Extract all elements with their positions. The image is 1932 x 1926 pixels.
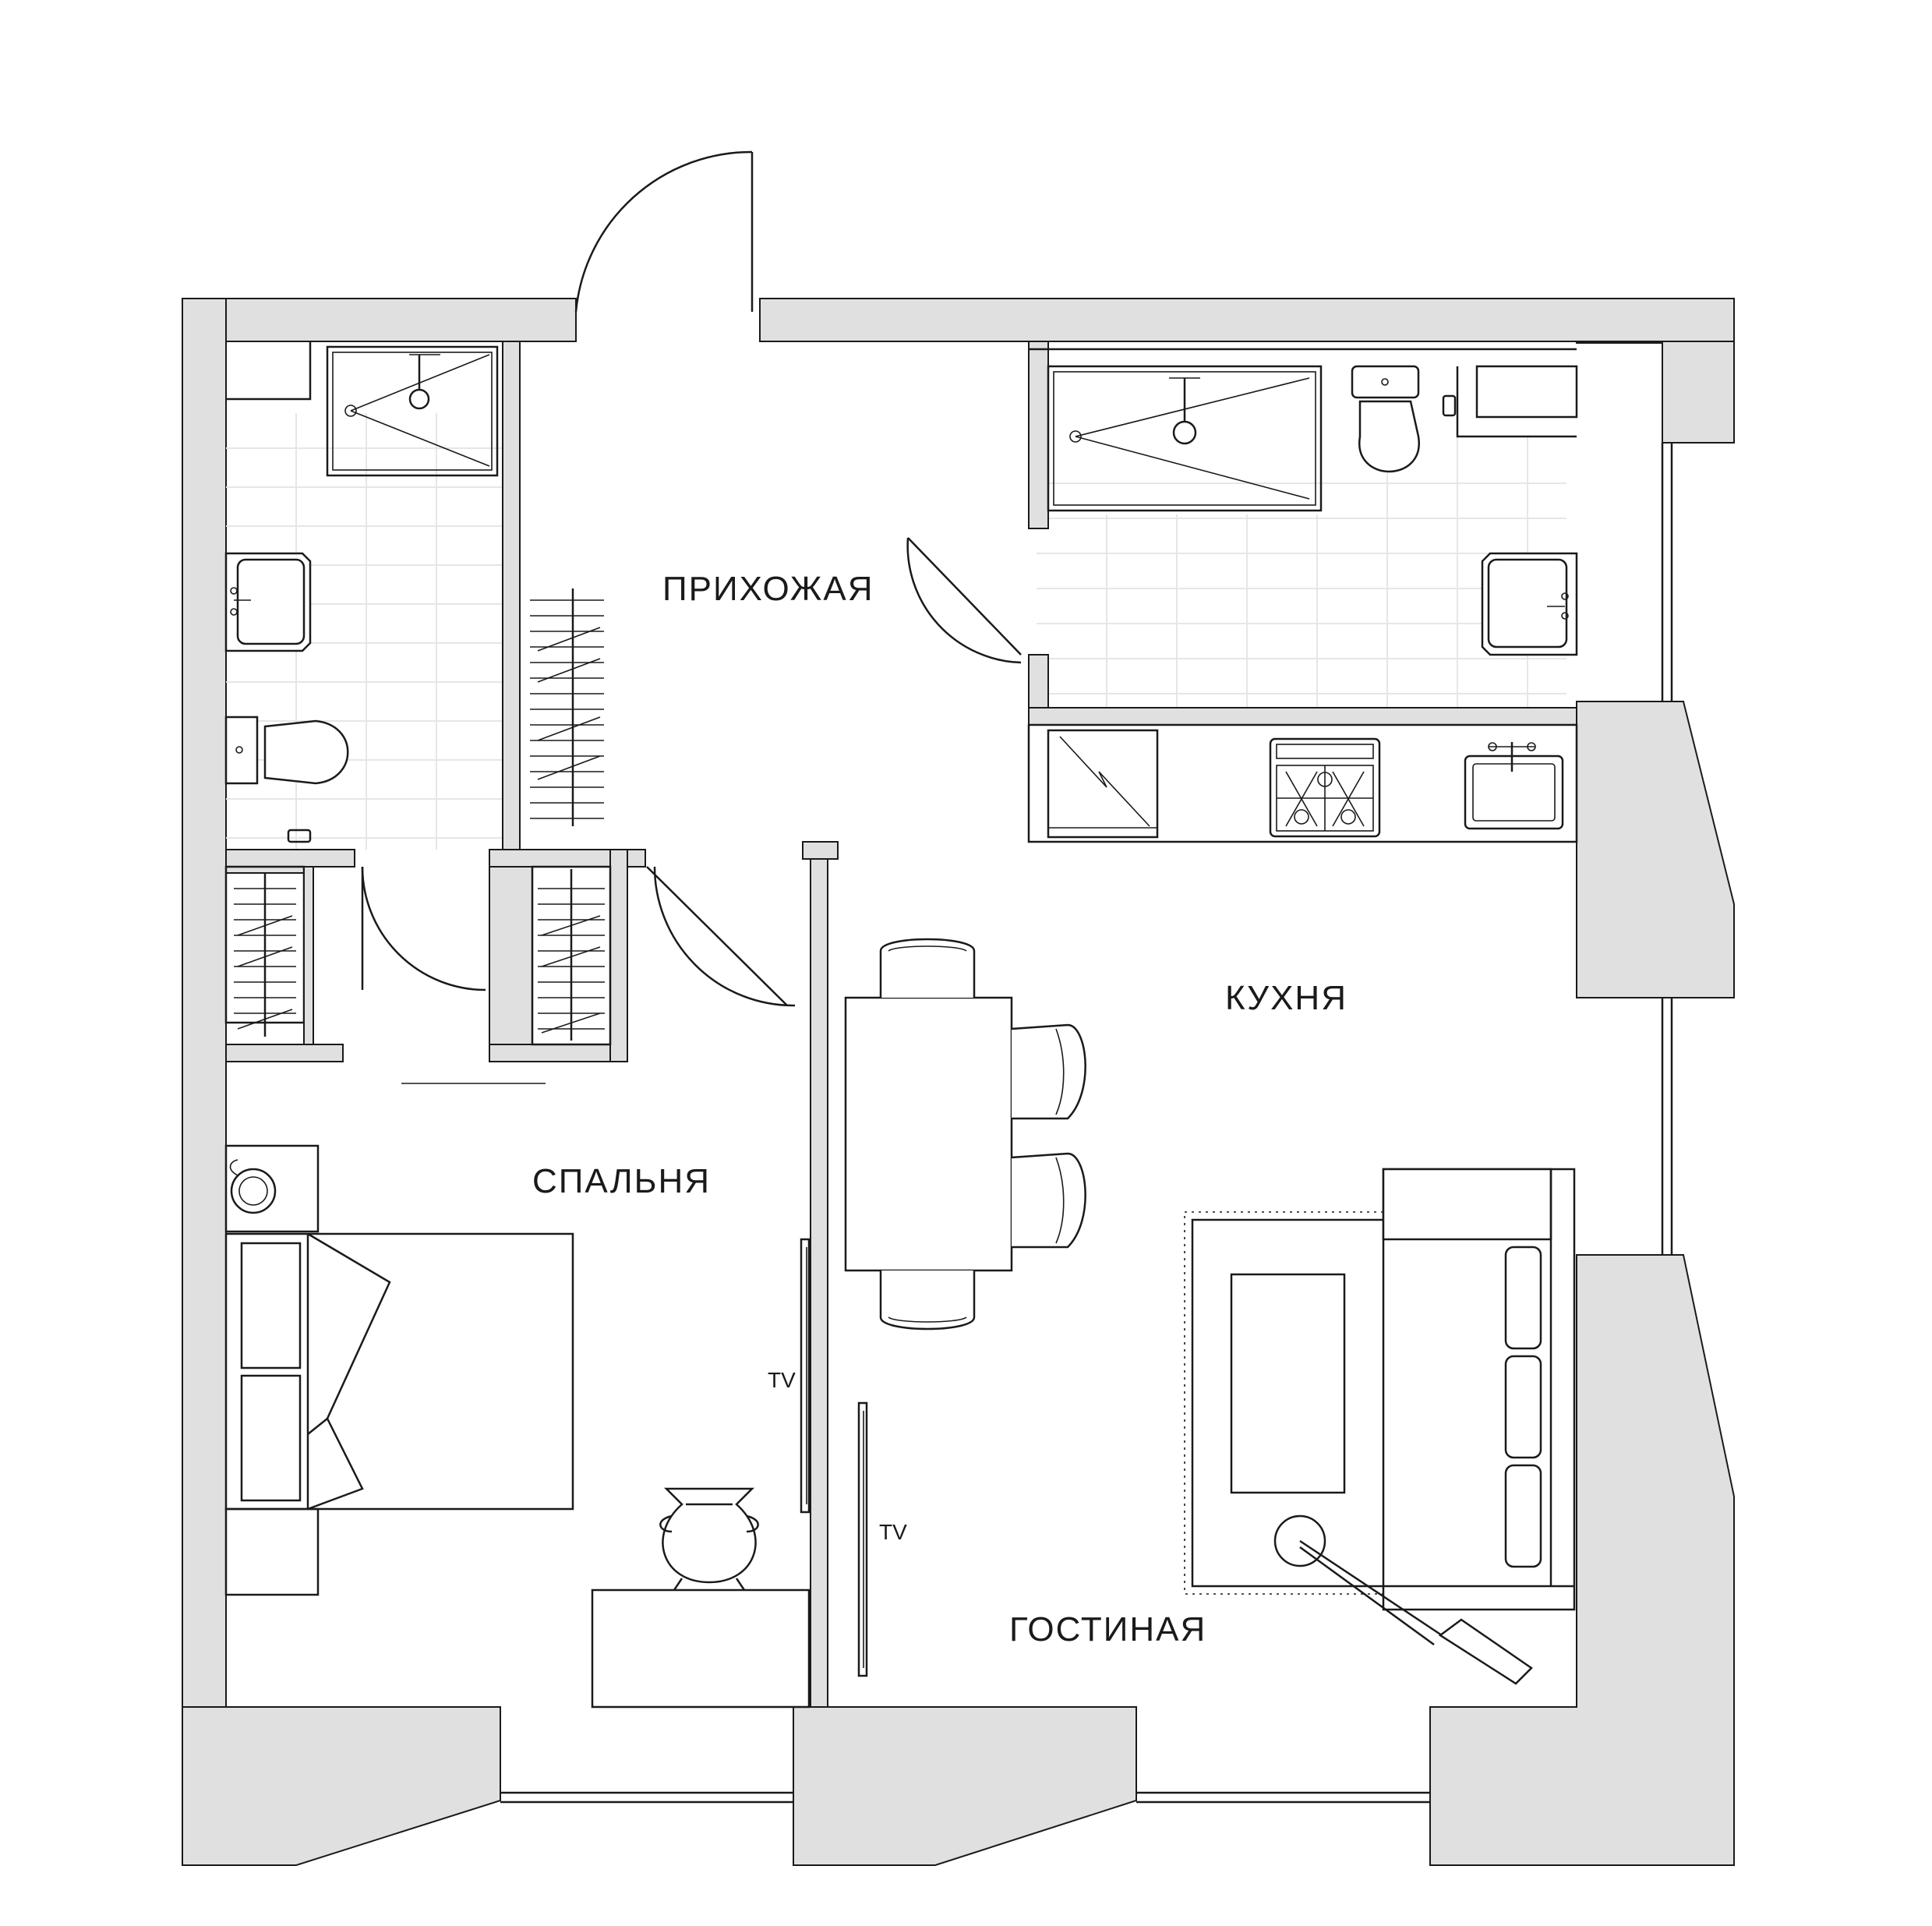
kitchen: КУХНЯ [1027, 723, 1578, 1017]
left-bathroom [224, 341, 646, 868]
partition-cap [802, 841, 839, 860]
tv-living: TV [857, 1401, 907, 1677]
bathroom-right-door[interactable] [906, 537, 1022, 664]
floor-lamp [1273, 1514, 1533, 1685]
right-bathroom [1028, 341, 1578, 726]
entrance-door[interactable] [574, 150, 754, 313]
hallway: ПРИХОЖАЯ [361, 537, 1022, 1007]
tile-grid-right [1037, 436, 1566, 709]
bedroom-door[interactable] [646, 866, 796, 1007]
room-label-living: ГОСТИНАЯ [1009, 1610, 1206, 1649]
tv-label-living: TV [879, 1520, 907, 1544]
sofa [1382, 1168, 1576, 1611]
dining-set [844, 938, 1086, 1331]
tv-bedroom: TV [768, 1238, 811, 1514]
living-room: TV ГОСТИНАЯ [857, 1168, 1576, 1685]
kitchen-sink [1464, 742, 1564, 830]
bathroom-left-door[interactable] [361, 866, 486, 991]
stove [1269, 737, 1381, 838]
vase [659, 1487, 759, 1591]
tv-label-bedroom: TV [768, 1368, 796, 1392]
closets [224, 849, 628, 1084]
partition-bedroom-living [810, 841, 828, 1708]
bedroom: TV СПАЛЬНЯ [224, 1144, 811, 1709]
double-bed [224, 1232, 574, 1511]
room-label-bedroom: СПАЛЬНЯ [532, 1162, 711, 1200]
room-label-kitchen: КУХНЯ [1225, 979, 1347, 1017]
room-label-hallway: ПРИХОЖАЯ [662, 570, 874, 608]
outer-walls [182, 298, 1735, 1866]
hallway-wardrobe [530, 588, 604, 826]
